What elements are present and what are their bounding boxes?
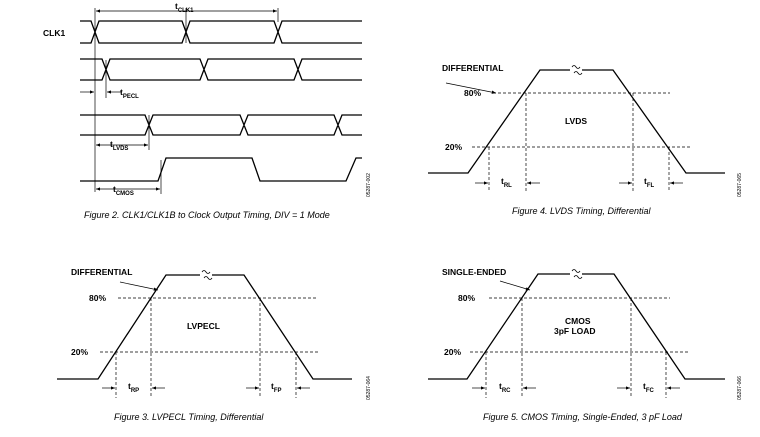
- fall-time-label: tFC: [643, 381, 655, 394]
- level-80-label: 80%: [89, 293, 106, 303]
- figure-5-id: 05287-066: [737, 376, 743, 400]
- level-80-label: 80%: [458, 293, 475, 303]
- level-20-label: 20%: [71, 347, 88, 357]
- level-20-label: 20%: [444, 347, 461, 357]
- mode-pointer-arrow: [499, 280, 531, 291]
- figure-2-caption: Figure 2. CLK1/CLK1B to Clock Output Tim…: [84, 210, 330, 220]
- clk1-waveform: [80, 20, 362, 44]
- break-symbol: [571, 269, 583, 279]
- figure-3-caption: Figure 3. LVPECL Timing, Differential: [114, 412, 264, 422]
- lvpecl-edge-waveform: [57, 274, 352, 380]
- cmos-edge-waveform: [428, 273, 725, 380]
- tlvds-label: tLVDS: [110, 139, 128, 152]
- break-symbol: [571, 65, 583, 75]
- lvpecl-output-waveform: [80, 58, 362, 81]
- mode-pointer-arrow: [119, 281, 159, 291]
- figure-3-id: 05287-064: [366, 376, 372, 400]
- center-label-line-1: CMOS: [565, 316, 591, 326]
- figure-2-clock-timing: CLK1 tCLK1 tPECL tLVDS tCMOS 05287-002 F…: [43, 1, 372, 220]
- lvds-output-waveform: [80, 114, 362, 136]
- figure-2-id: 05287-002: [366, 173, 372, 197]
- break-symbol: [201, 270, 213, 280]
- mode-label: DIFFERENTIAL: [71, 267, 132, 277]
- tpecl-label: tPECL: [120, 87, 139, 100]
- mode-label: DIFFERENTIAL: [442, 63, 503, 73]
- lvds-edge-waveform: [428, 69, 725, 174]
- cmos-output-waveform: [80, 157, 362, 182]
- rise-time-label: tRP: [128, 381, 139, 394]
- figure-4-lvds-timing: DIFFERENTIAL 80% 20% LVDS tRL tFL 05287-…: [428, 63, 743, 216]
- mode-label: SINGLE-ENDED: [442, 267, 506, 277]
- figure-4-id: 05287-065: [737, 173, 743, 197]
- center-label: LVPECL: [187, 321, 220, 331]
- figure-5-caption: Figure 5. CMOS Timing, Single-Ended, 3 p…: [483, 412, 683, 422]
- fall-time-label: tFP: [271, 381, 282, 394]
- figure-3-lvpecl-timing: DIFFERENTIAL 80% 20% LVPECL tRP tFP 0528…: [57, 267, 372, 422]
- fall-time-label: tFL: [644, 176, 655, 189]
- level-80-label: 80%: [464, 88, 481, 98]
- level-20-label: 20%: [445, 142, 462, 152]
- rise-time-label: tRC: [499, 381, 511, 394]
- rise-time-label: tRL: [501, 176, 512, 189]
- center-label: LVDS: [565, 116, 587, 126]
- mode-pointer-arrow: [445, 82, 497, 94]
- center-label-line-2: 3pF LOAD: [554, 326, 596, 336]
- figure-5-cmos-timing: SINGLE-ENDED 80% 20% CMOS 3pF LOAD tRC t…: [428, 267, 743, 422]
- tcmos-label: tCMOS: [113, 184, 134, 197]
- clk1-label: CLK1: [43, 28, 65, 38]
- figure-4-caption: Figure 4. LVDS Timing, Differential: [512, 206, 651, 216]
- tclk1-label: tCLK1: [175, 1, 194, 14]
